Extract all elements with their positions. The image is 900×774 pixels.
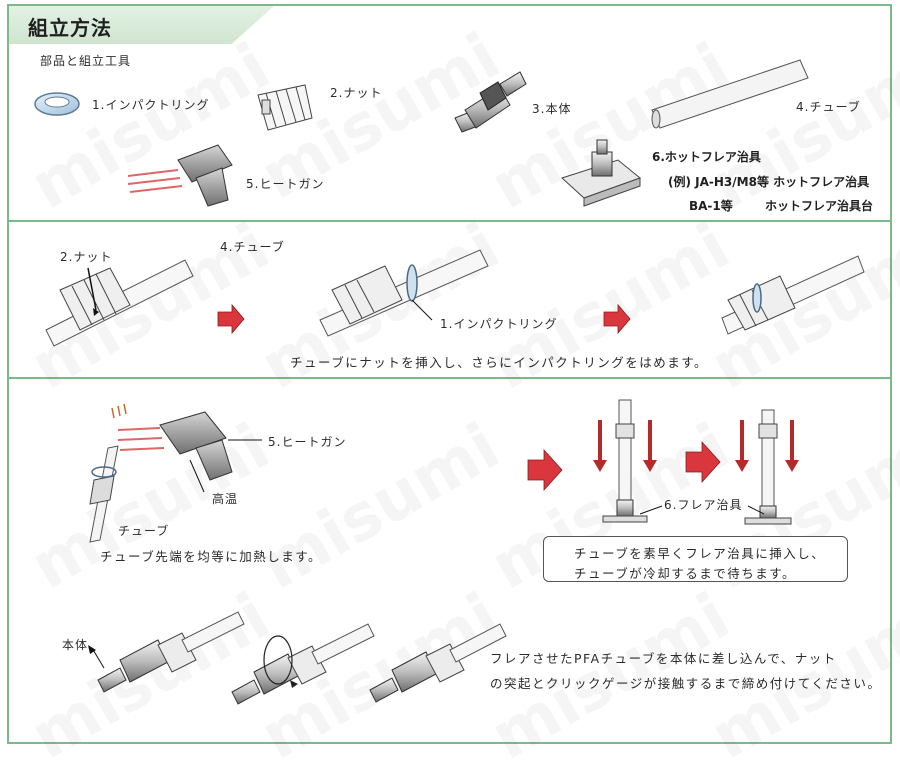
final-step-line-2: の突起とクリックゲージが接触するまで締め付けてください。 bbox=[490, 676, 882, 691]
flare-jig-with-tube-illustration bbox=[602, 399, 648, 523]
flare-jig-with-tube-illustration bbox=[744, 409, 792, 525]
label-nut: 2.ナット bbox=[60, 250, 113, 264]
impact-ring-icon bbox=[34, 92, 80, 116]
assembly-illustrations bbox=[34, 59, 865, 705]
next-step-arrow-icon bbox=[685, 440, 721, 484]
label-high-temp: 高温 bbox=[212, 492, 239, 506]
part-label-nut: 2.ナット bbox=[330, 86, 383, 100]
title-tab bbox=[9, 6, 274, 44]
flare-jig-example-model: BA-1等 bbox=[689, 199, 733, 213]
flare-instruction-box: チューブを素早くフレア治具に挿入し、 チューブが冷却するまで待ちます。 bbox=[543, 536, 848, 582]
step3-caption-heat: チューブ先端を均等に加熱します。 bbox=[100, 549, 323, 564]
flare-jig-example-line1: (例) JA-H3/M8等 ホットフレア治具 bbox=[668, 175, 870, 189]
part-label-body: 3.本体 bbox=[532, 102, 572, 116]
label-tube-heated: チューブ bbox=[118, 524, 170, 538]
final-step-line-1: フレアさせたPFAチューブを本体に差し込んで、ナット bbox=[490, 651, 837, 666]
section-heading-parts: 部品と組立工具 bbox=[40, 54, 132, 68]
hot-flare-jig-icon bbox=[561, 139, 642, 207]
heat-gun-icon bbox=[127, 144, 233, 207]
next-step-arrow-icon bbox=[217, 303, 245, 335]
label-body: 本体 bbox=[62, 638, 89, 652]
heat-wave-icon bbox=[111, 403, 127, 419]
tube-icon bbox=[651, 59, 809, 129]
label-tube: 4.チューブ bbox=[220, 240, 285, 254]
press-down-arrow-icon bbox=[593, 420, 799, 472]
tube-nut-ring-illustration bbox=[319, 249, 489, 337]
fitting-body-icon bbox=[454, 71, 527, 133]
flare-jig-example-stand: ホットフレア治具台 bbox=[765, 199, 874, 213]
next-step-arrow-icon bbox=[603, 303, 631, 335]
part-label-impact-ring: 1.インパクトリング bbox=[92, 98, 210, 112]
fitting-insertion-illustration bbox=[88, 611, 245, 693]
label-flare-jig: 6.フレア治具 bbox=[664, 498, 743, 512]
heated-tube-illustration bbox=[89, 445, 119, 543]
nut-icon bbox=[257, 84, 313, 131]
assembled-tube-illustration bbox=[721, 255, 865, 335]
section-divider-1 bbox=[9, 220, 890, 222]
next-step-arrow-icon bbox=[527, 448, 563, 492]
part-label-tube: 4.チューブ bbox=[796, 100, 861, 114]
part-label-flare-jig: 6.ホットフレア治具 bbox=[652, 150, 761, 164]
callout-line-1: チューブを素早くフレア治具に挿入し、 bbox=[574, 546, 826, 561]
label-heat-gun: 5.ヒートガン bbox=[268, 435, 347, 449]
assembled-fitting-illustration bbox=[369, 623, 507, 703]
step2-caption: チューブにナットを挿入し、さらにインパクトリングをはめます。 bbox=[290, 355, 709, 370]
tube-with-nut-illustration bbox=[45, 259, 194, 347]
instruction-frame bbox=[7, 4, 892, 744]
heat-gun-icon bbox=[117, 411, 262, 493]
label-impact-ring: 1.インパクトリング bbox=[440, 317, 558, 331]
part-label-heat-gun: 5.ヒートガン bbox=[246, 177, 325, 191]
section-divider-2 bbox=[9, 377, 890, 379]
page-title: 組立方法 bbox=[28, 16, 112, 40]
callout-line-2: チューブが冷却するまで待ちます。 bbox=[574, 566, 797, 581]
fitting-tightening-illustration bbox=[231, 623, 375, 705]
